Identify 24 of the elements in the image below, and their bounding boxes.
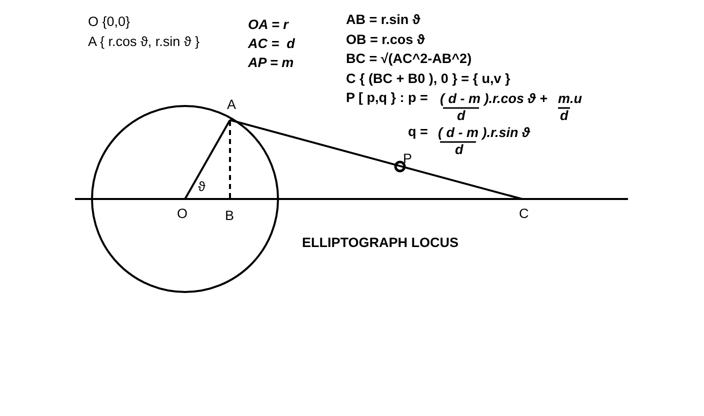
equation-text: q = xyxy=(408,124,428,140)
coordinate-text: A { r.cos ϑ, r.sin ϑ } xyxy=(88,34,200,50)
equation-text: BC = √(AC^2-AB^2) xyxy=(346,51,472,67)
equation-text: P [ p,q } : p = xyxy=(346,90,428,106)
fraction-denominator: d xyxy=(457,108,466,124)
point-label: O xyxy=(177,206,188,222)
coordinate-text: O {0,0} xyxy=(88,14,130,30)
equation-text: OB = r.cos ϑ xyxy=(346,32,425,48)
point-label: C xyxy=(519,206,529,222)
equation-text: C { (BC + B0 ), 0 } = { u,v } xyxy=(346,71,510,87)
equation-text: AC = d xyxy=(248,36,295,52)
point-label: A xyxy=(227,97,236,113)
fraction-denominator: d xyxy=(560,108,568,124)
point-label: P xyxy=(403,151,412,167)
angle-label: ϑ xyxy=(198,179,206,195)
fraction-denominator: d xyxy=(455,142,464,158)
equation-text: AB = r.sin ϑ xyxy=(346,12,420,28)
equation-text: m.u xyxy=(558,91,582,107)
equation-text: ( d - m ).r.cos ϑ + xyxy=(440,91,548,107)
point-label: B xyxy=(225,208,234,224)
diagram-caption: ELLIPTOGRAPH LOCUS xyxy=(302,235,459,251)
equation-text: AP = m xyxy=(248,55,294,71)
equation-text: ( d - m ).r.sin ϑ xyxy=(438,125,530,141)
equation-text: OA = r xyxy=(248,17,288,33)
